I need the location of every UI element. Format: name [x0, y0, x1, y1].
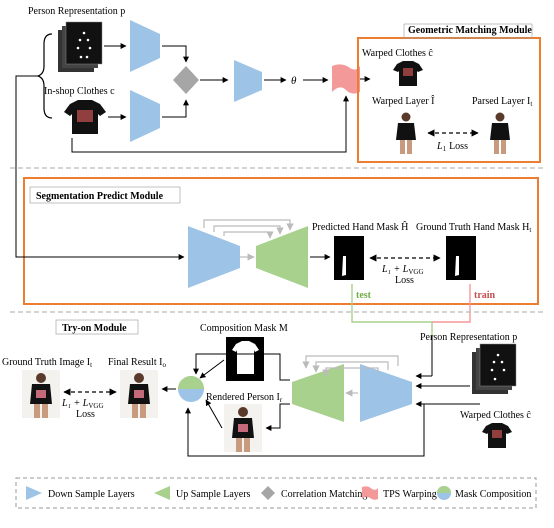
tryon-decoder: [292, 364, 344, 422]
in-shop-clothes-image: [64, 100, 106, 134]
person-representation-image: [58, 21, 103, 72]
in-shop-clothes-label: In-shop Clothes c: [44, 86, 115, 97]
input-brace: [36, 33, 53, 119]
final-result-label: Final Result Io: [108, 357, 166, 369]
tryon-loss-word: Loss: [76, 409, 95, 420]
segmentation-module-box: [23, 177, 539, 305]
rendered-person-label: Rendered Person Ir: [206, 392, 283, 404]
gmm-encoder-clothes: [130, 90, 160, 142]
composition-mask-image: [226, 337, 264, 381]
seg-loss-word: Loss: [395, 275, 414, 286]
train-label: train: [474, 290, 496, 301]
rendered-person-image: [224, 404, 262, 452]
predicted-mask-label: Predicted Hand Mask Ĥ: [312, 221, 408, 233]
tryon-loss-label: L₁ + LVGG: [61, 398, 104, 410]
geometric-matching-section: Person Representation p In-shop Clothes …: [28, 6, 541, 163]
warped-clothes-image: [393, 61, 423, 86]
gmm-regressor: [234, 60, 262, 102]
tryon-warped-clothes-label: Warped Clothes ĉ: [460, 410, 531, 421]
tps-warping-node: [332, 64, 360, 94]
warped-clothes-label: Warped Clothes ĉ: [362, 48, 433, 59]
tryon-person-representation-label: Person Representation p: [420, 332, 517, 343]
geometric-module-title: Geometric Matching Module: [408, 25, 532, 36]
composition-mask-label: Composition Mask M: [200, 323, 288, 334]
ground-truth-image-label: Ground Truth Image It: [2, 357, 92, 369]
predicted-hand-mask: [334, 236, 364, 280]
final-result-image: [120, 370, 158, 418]
person-representation-label: Person Representation p: [28, 6, 125, 17]
gmm-encoder-person: [130, 20, 160, 72]
seg-encoder: [188, 226, 240, 288]
segmentation-section: Segmentation Predict Module Predicted Ha…: [15, 75, 539, 336]
theta-label: θ: [291, 75, 297, 87]
legend-corr-label: Correlation Matching: [281, 489, 367, 500]
seg-decoder: [256, 226, 308, 288]
legend-tps-label: TPS Warping: [383, 489, 437, 500]
ground-truth-mask-label: Ground Truth Hand Mask Ht: [416, 222, 531, 234]
legend-tps-icon: [362, 486, 378, 500]
tryon-section: Try-on Module Composition Mask M Rendere…: [2, 319, 531, 457]
tryon-warped-clothes-image: [482, 423, 512, 448]
segmentation-module-title: Segmentation Predict Module: [36, 191, 164, 202]
legend-corr-icon: [261, 486, 275, 500]
ground-truth-hand-mask: [446, 236, 476, 280]
legend-mask-label: Mask Composition: [455, 489, 531, 500]
tryon-encoder: [360, 364, 412, 422]
correlation-matching-node: [173, 66, 199, 94]
legend-down-icon: [26, 486, 42, 500]
mask-composition-node: [178, 376, 204, 402]
seg-loss-label: L₁ + LVGG: [381, 264, 424, 276]
tryon-module-title: Try-on Module: [62, 323, 127, 334]
legend: Down Sample Layers Up Sample Layers Corr…: [15, 477, 537, 509]
warped-layer-image: [396, 112, 416, 154]
tryon-person-representation-image: [472, 343, 517, 394]
legend-mask-icon: [437, 486, 451, 500]
ground-truth-image: [22, 370, 60, 418]
warped-layer-label: Warped Layer Î: [372, 95, 435, 107]
test-label: test: [356, 290, 372, 301]
parsed-layer-image: [490, 112, 510, 154]
legend-down-label: Down Sample Layers: [48, 489, 135, 500]
legend-up-icon: [154, 486, 170, 500]
parsed-layer-label: Parsed Layer It: [472, 96, 532, 108]
legend-up-label: Up Sample Layers: [176, 489, 251, 500]
